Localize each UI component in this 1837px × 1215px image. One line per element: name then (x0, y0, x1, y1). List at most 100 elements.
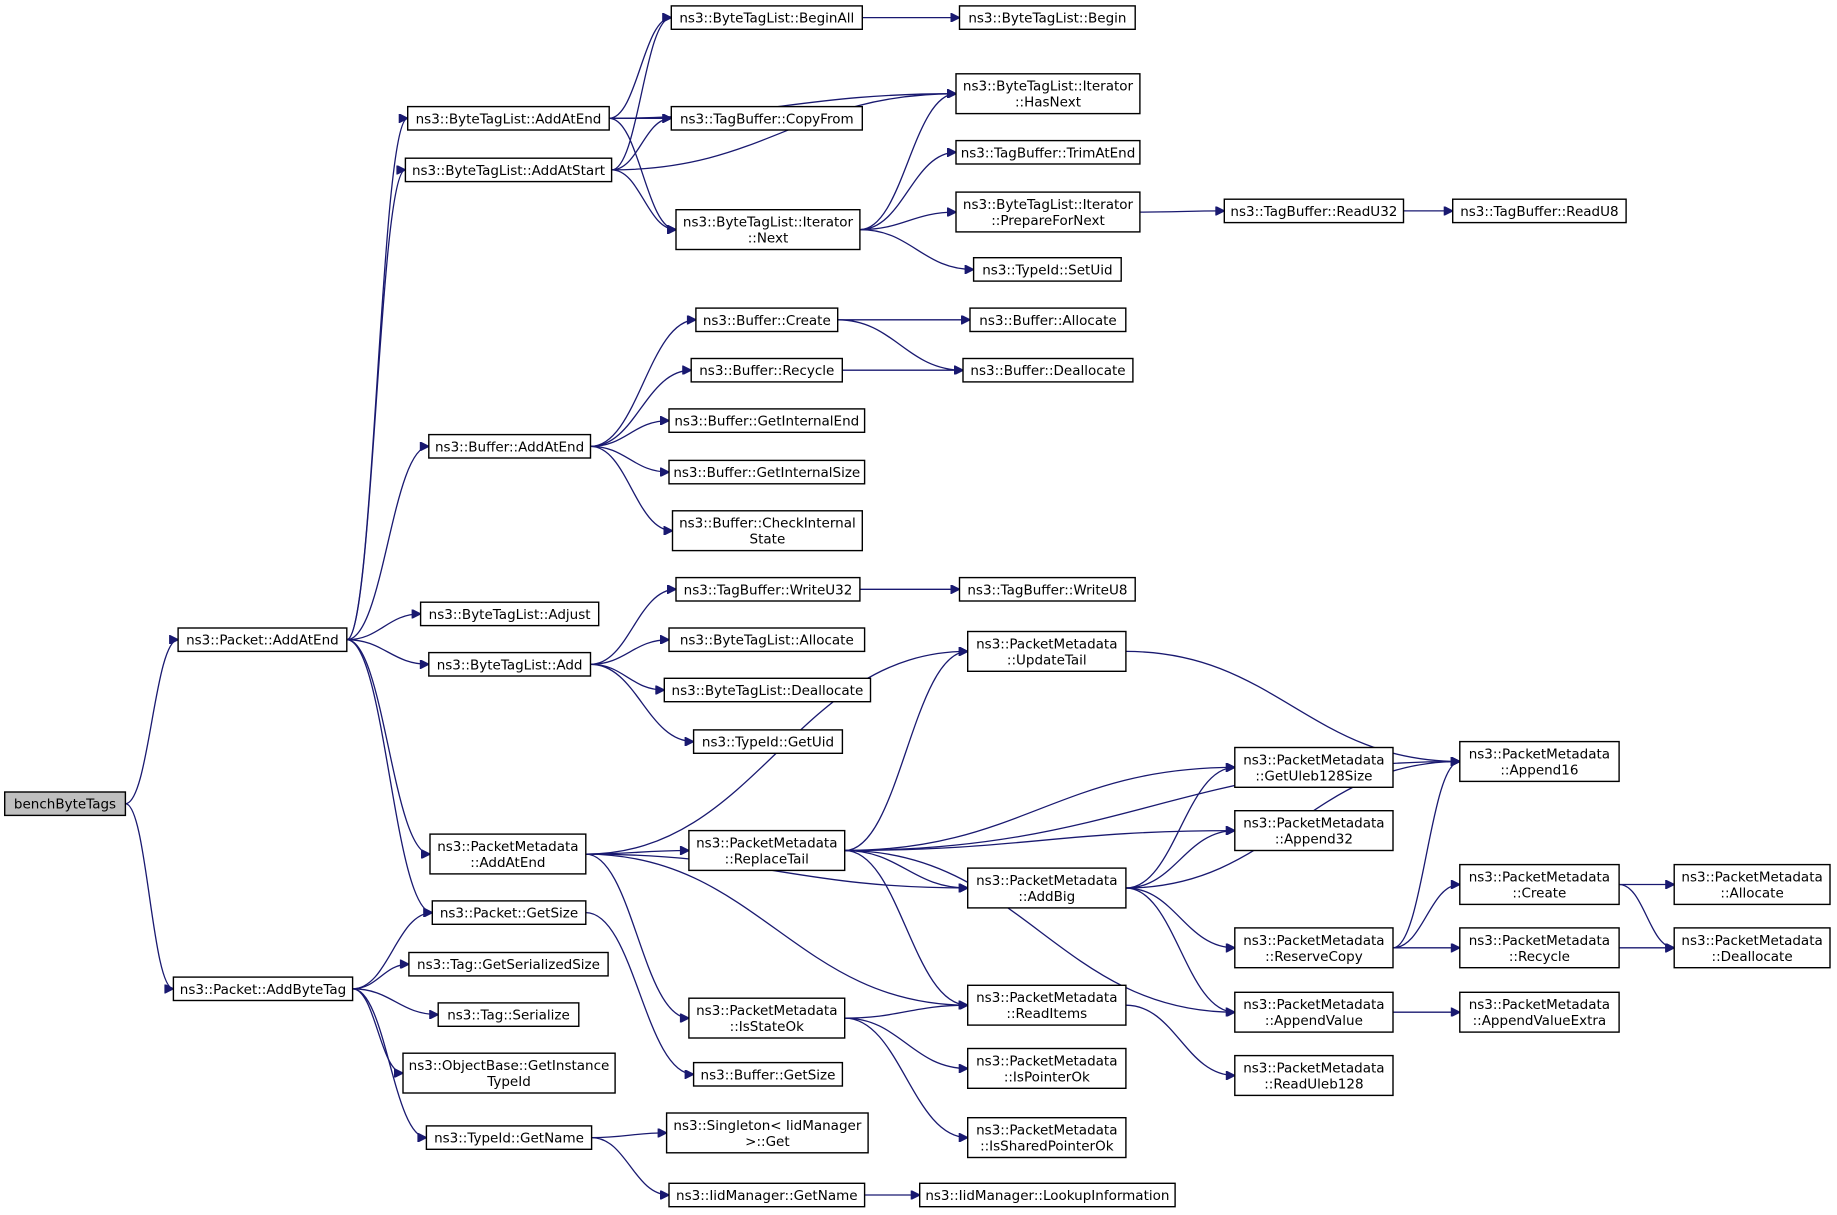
node-pm_getuleb128size[interactable]: ns3::PacketMetadata::GetUleb128Size (1234, 746, 1394, 788)
node-box[interactable] (665, 1112, 869, 1154)
node-box[interactable] (3, 791, 127, 817)
node-pm_replacetail[interactable]: ns3::PacketMetadata::ReplaceTail (688, 829, 846, 872)
node-typeid_getname[interactable]: ns3::TypeId::GetName (425, 1125, 593, 1151)
node-pm_updatetail[interactable]: ns3::PacketMetadata::UpdateTail (967, 630, 1127, 672)
node-buf_deallocate[interactable]: ns3::Buffer::Deallocate (962, 357, 1134, 383)
node-box[interactable] (419, 601, 600, 627)
node-tb_readu32[interactable]: ns3::TagBuffer::ReadU32 (1223, 198, 1405, 224)
node-pm_ispointerok[interactable]: ns3::PacketMetadata::IsPointerOk (967, 1047, 1127, 1089)
node-box[interactable] (1451, 198, 1627, 224)
node-typeid_setuid[interactable]: ns3::TypeId::SetUid (972, 257, 1122, 282)
node-box[interactable] (429, 833, 587, 875)
node-box[interactable] (670, 105, 863, 131)
node-box[interactable] (668, 1182, 866, 1208)
node-btl_addatend[interactable]: ns3::ByteTagList::AddAtEnd (407, 105, 610, 131)
node-bench[interactable]: benchByteTags (3, 791, 127, 817)
node-box[interactable] (1234, 991, 1394, 1033)
node-box[interactable] (969, 307, 1127, 333)
node-box[interactable] (967, 1116, 1127, 1159)
node-btl_add[interactable]: ns3::ByteTagList::Add (428, 651, 592, 677)
node-btl_addatstart[interactable]: ns3::ByteTagList::AddAtStart (404, 157, 613, 183)
node-box[interactable] (1234, 1054, 1394, 1097)
node-box[interactable] (1459, 927, 1620, 969)
node-tag_getserializedsize[interactable]: ns3::Tag::GetSerializedSize (408, 951, 609, 977)
node-box[interactable] (967, 1047, 1127, 1089)
node-box[interactable] (177, 627, 348, 653)
node-box[interactable] (1673, 927, 1831, 969)
node-pm_isstateok[interactable]: ns3::PacketMetadata::IsStateOk (688, 997, 846, 1039)
node-box[interactable] (967, 867, 1127, 909)
node-pm_deallocate[interactable]: ns3::PacketMetadata::Deallocate (1673, 927, 1831, 969)
node-box[interactable] (172, 976, 354, 1002)
node-box[interactable] (668, 408, 866, 433)
node-pm_appendvalue[interactable]: ns3::PacketMetadata::AppendValue (1234, 991, 1394, 1033)
node-box[interactable] (1234, 927, 1394, 969)
node-box[interactable] (1234, 746, 1394, 788)
node-box[interactable] (1673, 863, 1831, 906)
node-tb_copyfrom[interactable]: ns3::TagBuffer::CopyFrom (670, 105, 863, 131)
node-pm_appendvalueextra[interactable]: ns3::PacketMetadata::AppendValueExtra (1459, 991, 1620, 1033)
node-box[interactable] (408, 951, 609, 977)
node-box[interactable] (671, 510, 864, 552)
node-box[interactable] (962, 357, 1134, 383)
node-buf_create[interactable]: ns3::Buffer::Create (695, 307, 839, 333)
node-buf_recycle[interactable]: ns3::Buffer::Recycle (690, 357, 844, 383)
node-tb_readu8[interactable]: ns3::TagBuffer::ReadU8 (1451, 198, 1627, 224)
node-pm_reservecopy[interactable]: ns3::PacketMetadata::ReserveCopy (1234, 927, 1394, 969)
node-box[interactable] (663, 677, 872, 703)
node-box[interactable] (675, 208, 861, 251)
node-btl_begin[interactable]: ns3::ByteTagList::Begin (958, 5, 1136, 30)
node-singleton_get[interactable]: ns3::Singleton< IidManager >::Get (665, 1112, 869, 1154)
node-iid_lookupinformation[interactable]: ns3::IidManager::LookupInformation (919, 1182, 1176, 1208)
node-box[interactable] (688, 997, 846, 1039)
node-box[interactable] (428, 651, 592, 677)
node-pkt_addatend[interactable]: ns3::Packet::AddAtEnd (177, 627, 348, 653)
node-pm_recycle[interactable]: ns3::PacketMetadata::Recycle (1459, 927, 1620, 969)
node-pm_addatend[interactable]: ns3::PacketMetadata::AddAtEnd (429, 833, 587, 875)
node-box[interactable] (958, 5, 1136, 30)
node-buf_allocate[interactable]: ns3::Buffer::Allocate (969, 307, 1127, 333)
node-pm_readuleb128[interactable]: ns3::PacketMetadata::ReadUleb128 (1234, 1054, 1394, 1097)
node-box[interactable] (431, 900, 587, 926)
node-pm_readitems[interactable]: ns3::PacketMetadata::ReadItems (967, 984, 1127, 1026)
node-box[interactable] (955, 139, 1141, 165)
node-box[interactable] (428, 433, 592, 459)
node-box[interactable] (437, 1002, 580, 1028)
node-pm_append32[interactable]: ns3::PacketMetadata::Append32 (1234, 810, 1394, 852)
node-tb_writeu32[interactable]: ns3::TagBuffer::WriteU32 (675, 576, 861, 602)
node-box[interactable] (955, 73, 1141, 115)
node-btl_allocate[interactable]: ns3::ByteTagList::Allocate (668, 627, 866, 653)
node-pm_addbig[interactable]: ns3::PacketMetadata::AddBig (967, 867, 1127, 909)
node-box[interactable] (972, 257, 1122, 282)
node-tb_writeu8[interactable]: ns3::TagBuffer::WriteU8 (958, 576, 1136, 602)
node-btl_beginall[interactable]: ns3::ByteTagList::BeginAll (670, 5, 863, 30)
node-box[interactable] (967, 984, 1127, 1026)
node-box[interactable] (690, 357, 844, 383)
node-pm_create[interactable]: ns3::PacketMetadata::Create (1459, 863, 1620, 906)
node-buf_addatend[interactable]: ns3::Buffer::AddAtEnd (428, 433, 592, 459)
node-box[interactable] (407, 105, 610, 131)
node-buf_getinternalend[interactable]: ns3::Buffer::GetInternalEnd (668, 408, 866, 433)
node-box[interactable] (1223, 198, 1405, 224)
node-btl_it_hasnext[interactable]: ns3::ByteTagList::Iterator::HasNext (955, 73, 1141, 115)
node-iid_getname[interactable]: ns3::IidManager::GetName (668, 1182, 866, 1208)
node-box[interactable] (1459, 863, 1620, 906)
node-box[interactable] (402, 1052, 616, 1094)
node-box[interactable] (919, 1182, 1176, 1208)
node-pkt_addbytetag[interactable]: ns3::Packet::AddByteTag (172, 976, 354, 1002)
node-box[interactable] (967, 630, 1127, 672)
node-buf_getsize[interactable]: ns3::Buffer::GetSize (692, 1061, 844, 1087)
node-pm_allocate[interactable]: ns3::PacketMetadata::Allocate (1673, 863, 1831, 906)
node-box[interactable] (404, 157, 613, 183)
node-box[interactable] (1459, 991, 1620, 1033)
node-pm_append16[interactable]: ns3::PacketMetadata::Append16 (1459, 740, 1620, 783)
node-box[interactable] (955, 191, 1141, 233)
node-box[interactable] (675, 576, 861, 602)
node-pkt_getsize[interactable]: ns3::Packet::GetSize (431, 900, 587, 926)
node-box[interactable] (688, 829, 846, 872)
node-btl_adjust[interactable]: ns3::ByteTagList::Adjust (419, 601, 600, 627)
node-box[interactable] (670, 5, 863, 30)
node-box[interactable] (692, 1061, 844, 1087)
